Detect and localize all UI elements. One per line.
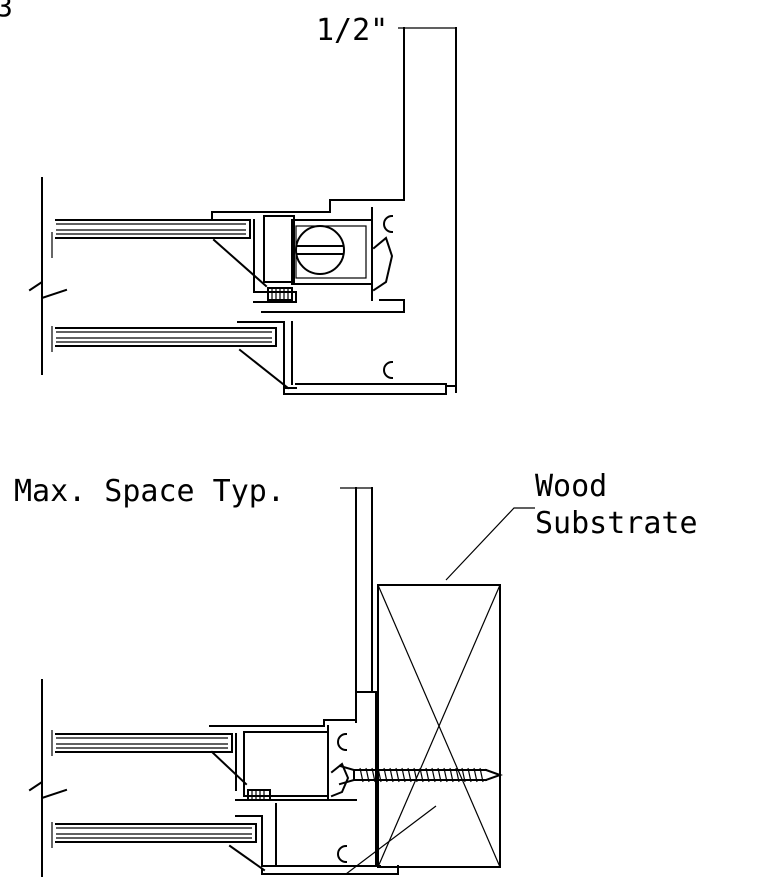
c-clip-top-upper [383, 214, 394, 234]
gasket-top [372, 236, 394, 292]
corner-label: 3 [0, 0, 13, 23]
wood-substrate [377, 584, 501, 868]
glass-pane-bottom-upper [55, 733, 233, 753]
glass-pane-bottom-lower [55, 823, 257, 843]
shim-leader [345, 805, 437, 875]
dimension-label-top: 1/2" [316, 13, 388, 48]
callout-label-line2: Substrate [535, 506, 698, 541]
c-clip-bottom-lower [337, 844, 348, 864]
dimension-line-bottom [340, 487, 377, 867]
round-fastener-top [295, 225, 345, 275]
frame-extrusion-top [211, 199, 457, 395]
callout-leader [445, 507, 535, 581]
wall-line-top [28, 177, 68, 375]
screw-anchor [338, 764, 503, 786]
top-detail [28, 27, 457, 395]
wall-line-bottom [28, 679, 68, 877]
dimension-line-top [398, 27, 457, 393]
frame-extrusion-bottom [209, 719, 399, 875]
callout-label-line1: Wood [535, 469, 607, 504]
gasket-bottom [330, 762, 350, 798]
glass-pane-top-upper [55, 219, 251, 239]
dimension-label-bottom: Max. Space Typ. [14, 474, 285, 509]
glass-pane-top-lower [55, 327, 277, 347]
setting-block-bottom [247, 789, 271, 801]
bottom-detail [28, 487, 535, 877]
c-clip-top-lower [383, 360, 394, 380]
setting-block-top [267, 287, 293, 301]
c-clip-bottom-upper [337, 732, 348, 752]
